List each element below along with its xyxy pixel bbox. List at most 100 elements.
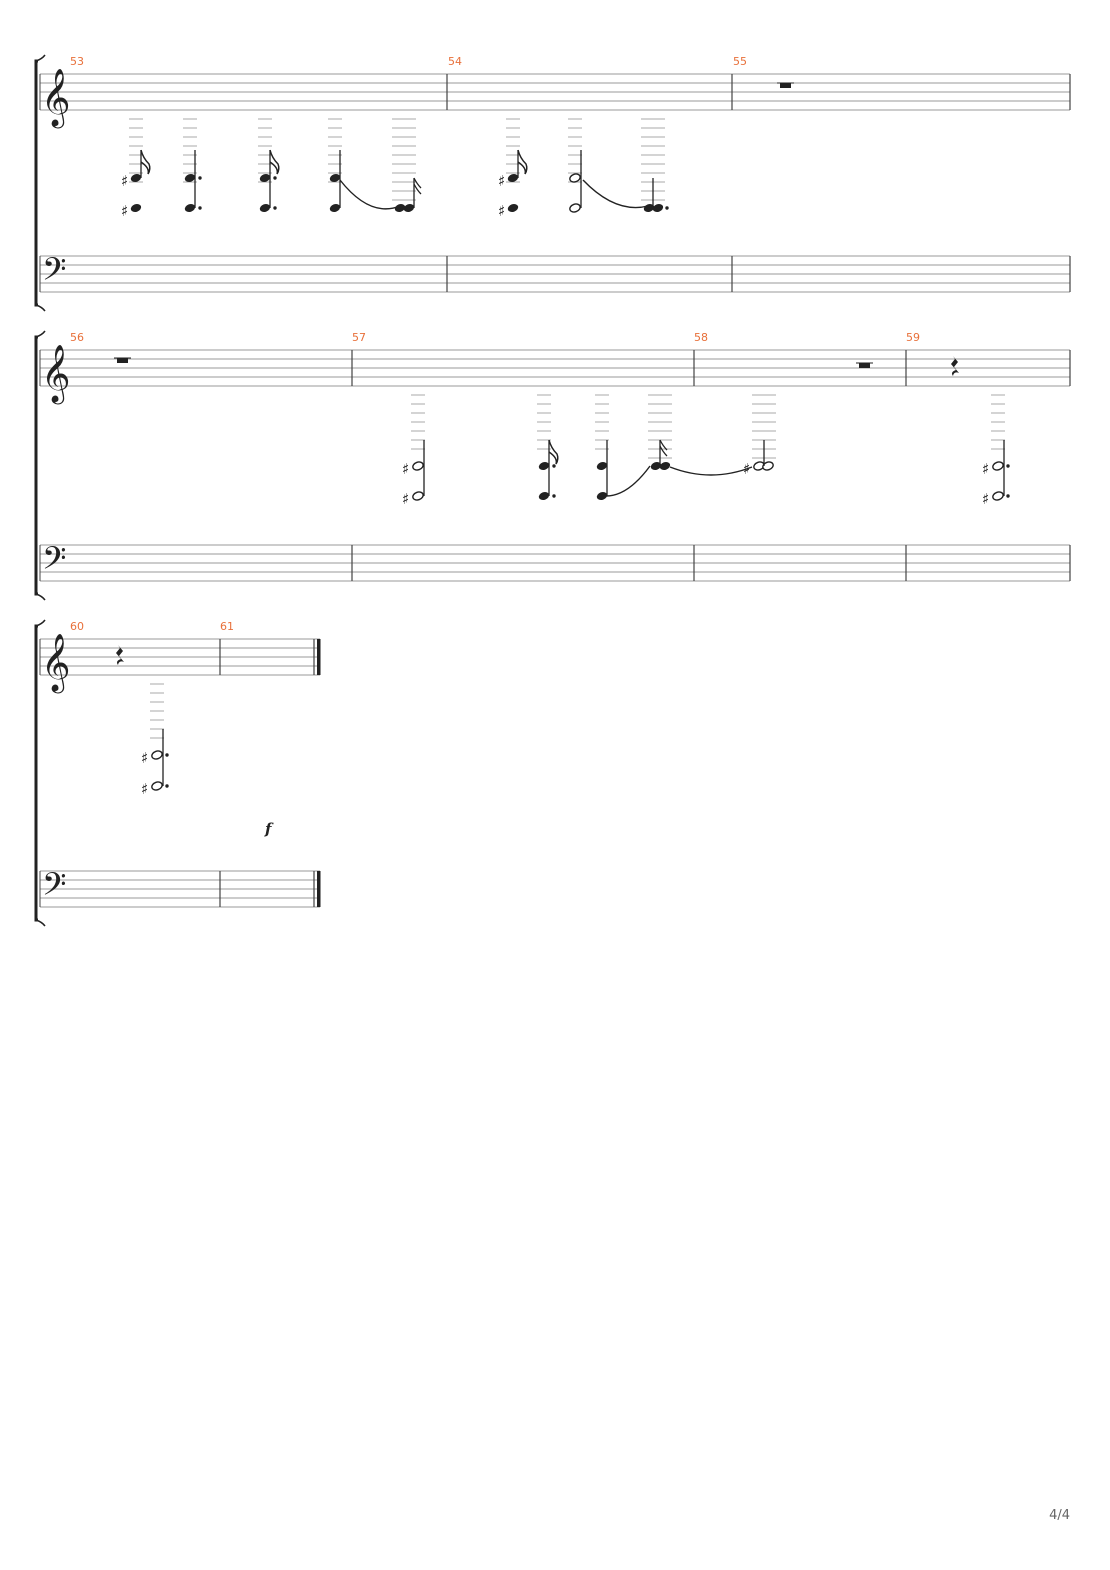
sixteenth-flag-icon (413, 177, 422, 195)
note-head (992, 491, 1004, 501)
sharp-icon: ♯ (982, 460, 989, 478)
treble-clef-icon: 𝄞 (41, 344, 71, 405)
notes-layer: ♯ ♯ ♯ ♯ ♯ ♯ ♯ ♯ ♯ ♯ ♯ (114, 82, 1010, 798)
measure-number: 55 (733, 55, 747, 68)
sharp-icon: ♯ (982, 490, 989, 508)
sharp-icon: ♯ (141, 749, 148, 767)
dynamic-forte: f (264, 820, 274, 838)
augmentation-dot (552, 464, 556, 468)
eighth-flag-icon (140, 149, 151, 175)
system-3: 𝄞𝄢 (34, 619, 321, 927)
measure-number: 53 (70, 55, 84, 68)
staves-layer: 𝄞𝄢𝄞𝄢𝄞𝄢 (34, 54, 1071, 927)
note-head (130, 203, 142, 213)
note-head (507, 173, 519, 183)
bass-clef-icon: 𝄢 (42, 251, 66, 295)
measure-number: 56 (70, 331, 84, 344)
augmentation-dot (273, 176, 277, 180)
sharp-icon: ♯ (498, 172, 505, 190)
system-1: 𝄞𝄢 (34, 54, 1071, 312)
final-barline-thick (317, 871, 321, 907)
note-head (329, 203, 341, 213)
final-barline-thick (317, 639, 321, 675)
half-rest-icon (859, 363, 870, 368)
note-head (992, 461, 1004, 471)
tie-curve (582, 179, 649, 209)
quarter-rest-icon (951, 356, 959, 376)
augmentation-dot (1006, 494, 1010, 498)
tie-curve (669, 466, 753, 476)
sharp-icon: ♯ (402, 490, 409, 508)
augmentation-dot (165, 753, 169, 757)
note-head (403, 203, 415, 213)
note-head (596, 491, 608, 501)
eighth-flag-icon (517, 149, 528, 175)
system-2: 𝄞𝄢 (34, 330, 1071, 601)
sharp-icon: ♯ (498, 202, 505, 220)
note-head (329, 173, 341, 183)
treble-clef-icon: 𝄞 (41, 68, 71, 129)
system-bracket-icon (34, 59, 38, 307)
tie-curve (339, 179, 401, 210)
eighth-flag-icon (548, 439, 559, 465)
note-head (643, 203, 655, 213)
bracket-bottom-hook (35, 304, 46, 312)
bracket-top-hook (35, 54, 46, 62)
augmentation-dot (552, 494, 556, 498)
measure-number: 58 (694, 331, 708, 344)
note-head (569, 173, 581, 183)
note-head (151, 750, 163, 760)
system-bracket-icon (34, 624, 38, 922)
note-head (762, 461, 774, 471)
note-head (130, 173, 142, 183)
treble-clef-icon: 𝄞 (41, 633, 71, 694)
sharp-icon: ♯ (402, 460, 409, 478)
note-head (151, 781, 163, 791)
note-head (652, 203, 664, 213)
augmentation-dot (1006, 464, 1010, 468)
augmentation-dot (165, 784, 169, 788)
note-head (259, 173, 271, 183)
augmentation-dot (273, 206, 277, 210)
note-head (412, 461, 424, 471)
bracket-bottom-hook (35, 919, 46, 927)
bracket-top-hook (35, 619, 46, 627)
bracket-top-hook (35, 330, 46, 338)
sharp-icon: ♯ (141, 780, 148, 798)
note-head (650, 461, 662, 471)
note-head (184, 173, 196, 183)
system-bracket-icon (34, 335, 38, 596)
measure-number: 60 (70, 620, 84, 633)
augmentation-dot (198, 176, 202, 180)
sharp-icon: ♯ (121, 202, 128, 220)
note-head (184, 203, 196, 213)
note-head (507, 203, 519, 213)
measure-number: 59 (906, 331, 920, 344)
sixteenth-flag-icon (659, 439, 668, 457)
sharp-icon: ♯ (121, 172, 128, 190)
note-head (394, 203, 406, 213)
augmentation-dot (665, 206, 669, 210)
note-head (412, 491, 424, 501)
page-number: 4/4 (1049, 1508, 1070, 1523)
bracket-bottom-hook (35, 593, 46, 601)
note-head (659, 461, 671, 471)
note-head (596, 461, 608, 471)
measure-number: 61 (220, 620, 234, 633)
bass-clef-icon: 𝄢 (42, 866, 66, 910)
measure-number: 57 (352, 331, 366, 344)
note-head (259, 203, 271, 213)
eighth-flag-icon (269, 149, 280, 175)
sharp-icon: ♯ (743, 460, 750, 478)
tie-curve (605, 465, 651, 497)
quarter-rest-icon (116, 645, 124, 665)
half-rest-icon (117, 358, 128, 363)
bass-clef-icon: 𝄢 (42, 540, 66, 584)
note-head (538, 491, 550, 501)
note-head (538, 461, 550, 471)
measure-number: 54 (448, 55, 462, 68)
augmentation-dot (198, 206, 202, 210)
half-rest-icon (780, 83, 791, 88)
note-head (569, 203, 581, 213)
